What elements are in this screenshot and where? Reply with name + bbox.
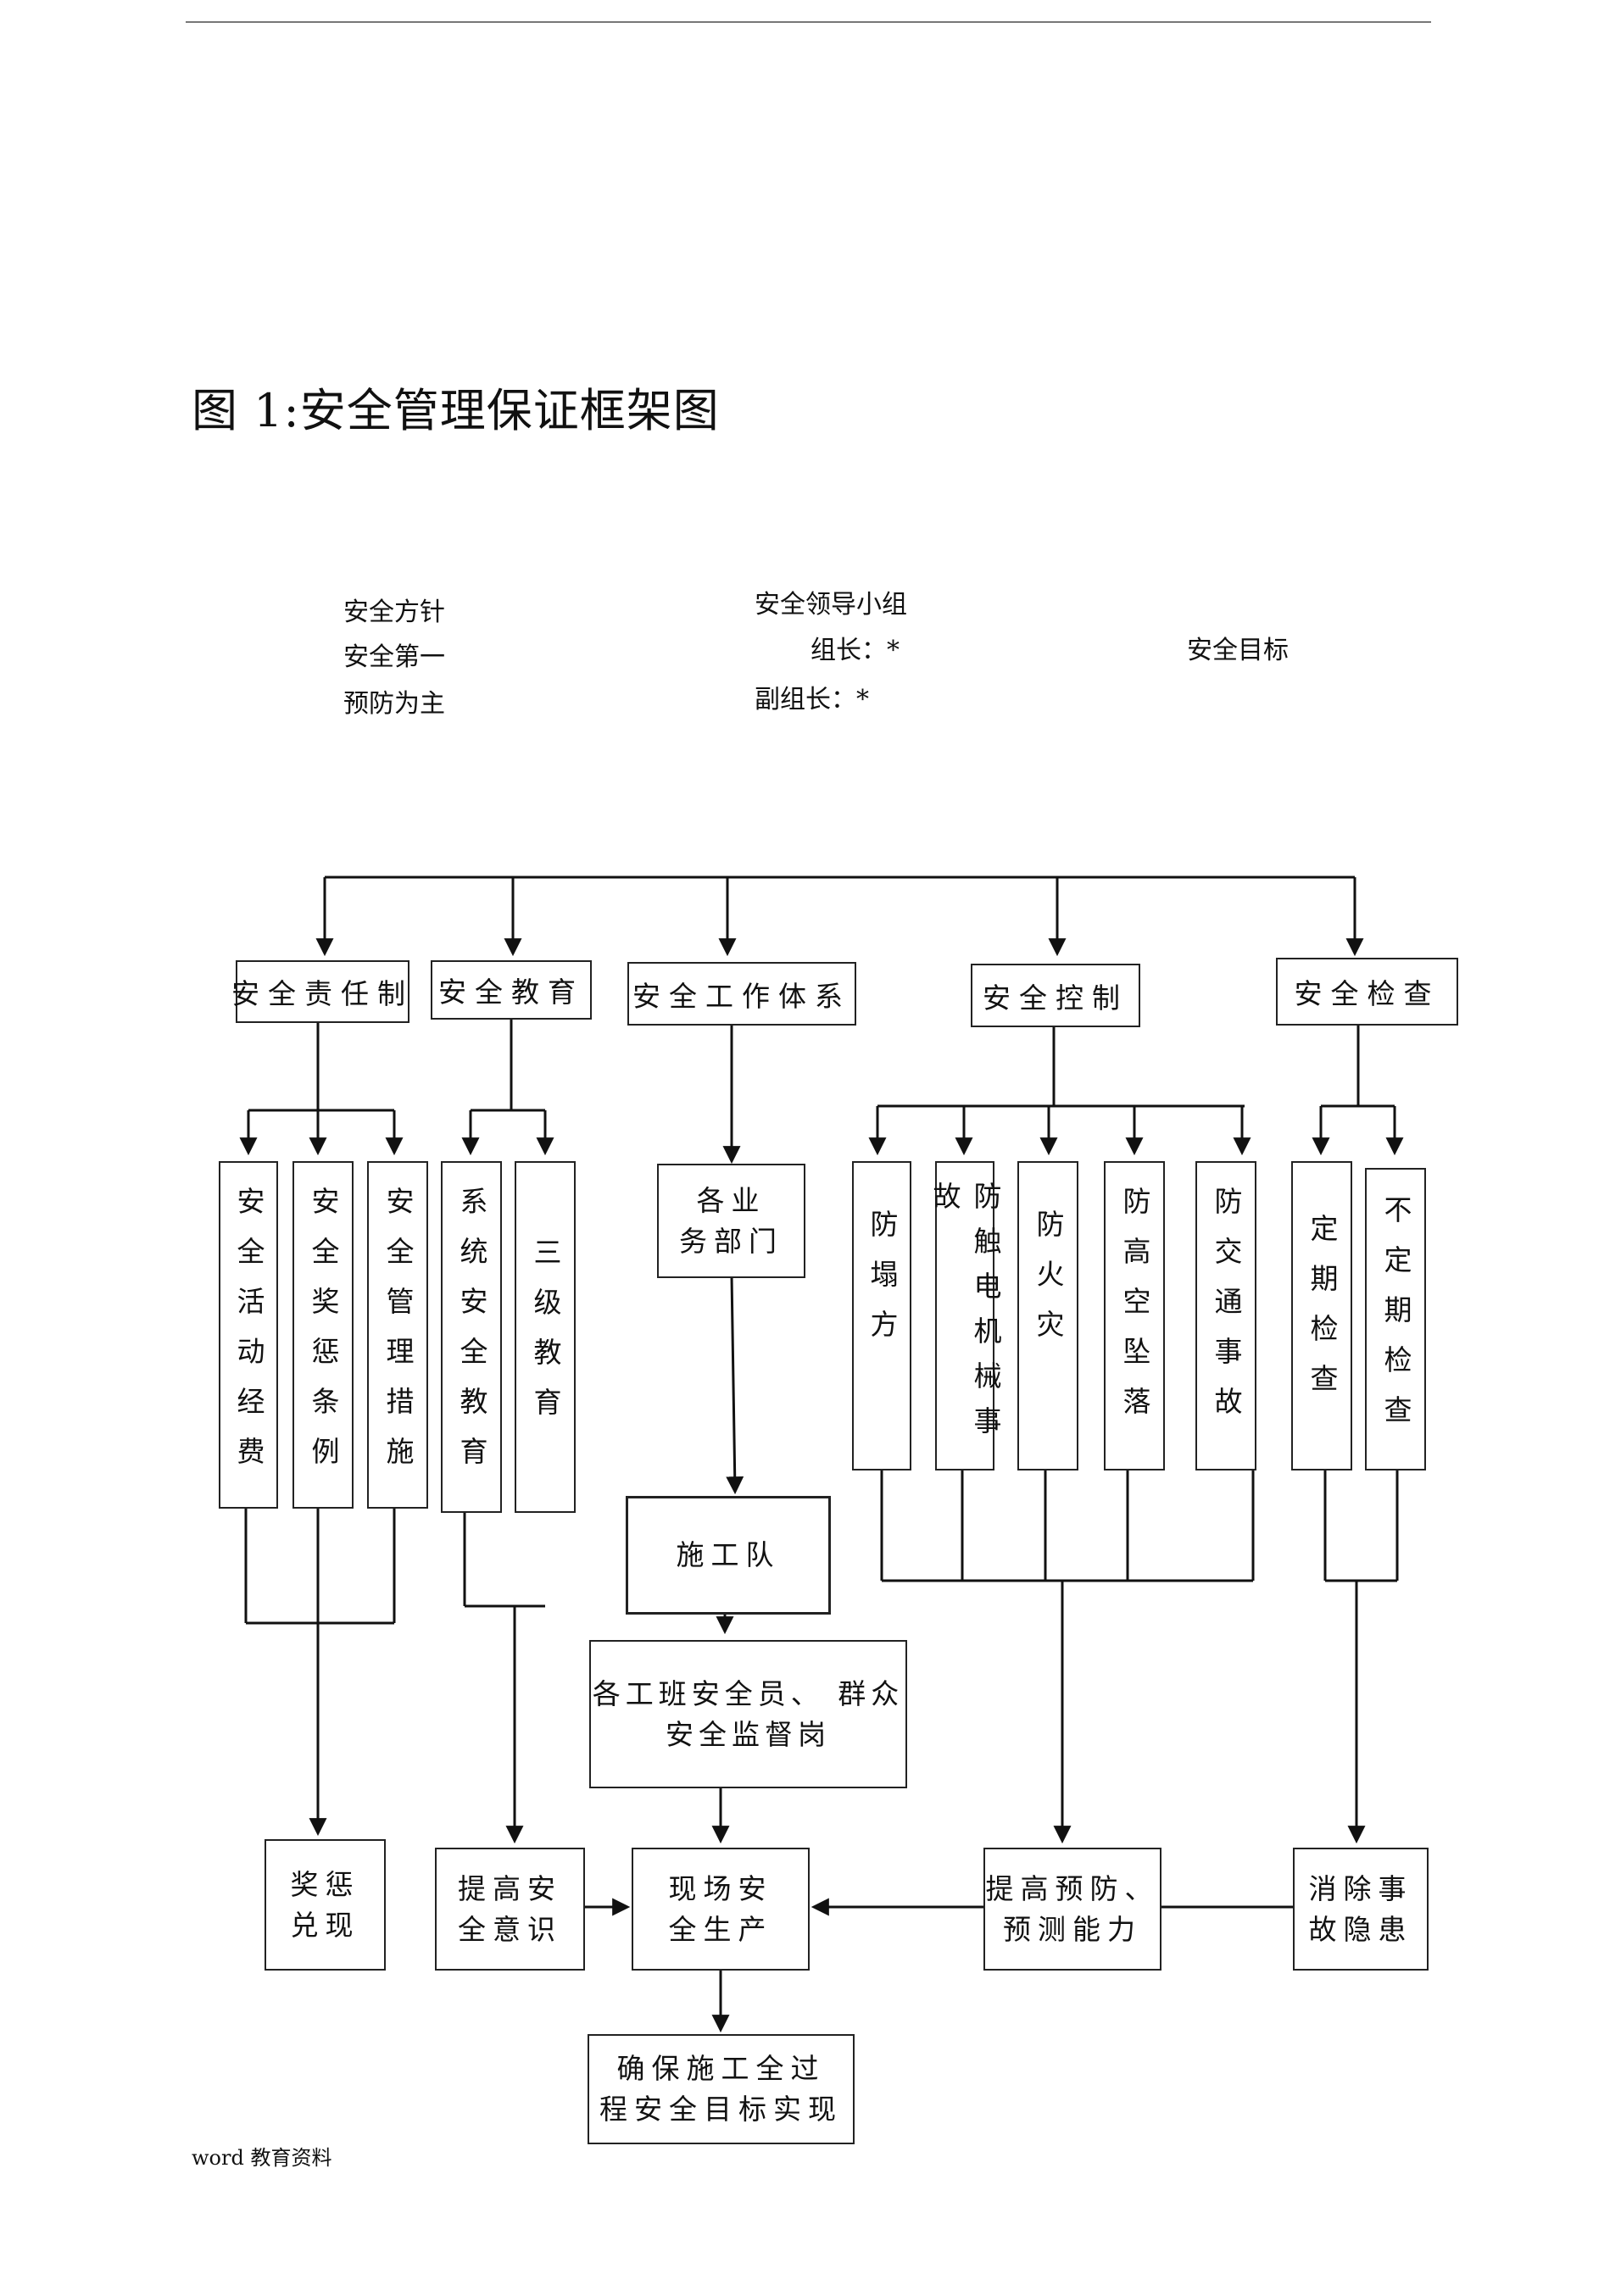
detail-anti-electric-text: 防触电机械事故 [928,1181,1002,1451]
detail-three-level-text: 三级教育 [529,1237,562,1437]
flow-reward-result: 奖惩 兑现 [265,1839,386,1971]
detail-anti-traffic: 防交通事故 [1195,1161,1256,1470]
flow-construction-team: 施工队 [626,1496,831,1615]
leader-title: 安全领导小组 [755,590,907,620]
flow-site-safety: 现场安 全生产 [632,1848,810,1971]
page-title: 图 1:安全管理保证框架图 [192,384,720,437]
detail-reward-rules: 安全奖惩条例 [292,1161,354,1509]
detail-departments: 各业 务部门 [657,1164,805,1278]
detail-periodic-check: 定期检查 [1291,1161,1352,1470]
detail-mgmt-measures: 安全管理措施 [367,1161,428,1509]
category-work-system: 安全工作体系 [627,962,856,1026]
category-education: 安全教育 [431,960,592,1020]
detail-mgmt-measures-text: 安全管理措施 [382,1187,415,1487]
detail-anti-electric: 防触电机械事故 [928,1161,1002,1470]
detail-anti-collapse-text: 防塌方 [866,1209,899,1359]
policy-line1: 安全第一 [343,642,445,672]
detail-random-check: 不定期检查 [1365,1168,1426,1470]
leader-deputy: 副组长：* [755,685,869,714]
detail-reward-rules-text: 安全奖惩条例 [307,1187,340,1487]
page-footer: word 教育资料 [192,2146,332,2170]
category-inspection: 安全检查 [1276,958,1458,1026]
detail-activity-funds: 安全活动经费 [219,1161,278,1509]
policy-line2: 预防为主 [343,689,445,719]
detail-periodic-check-text: 定期检查 [1306,1214,1339,1414]
category-responsibility: 安全责任制 [231,960,409,1023]
category-control: 安全控制 [971,964,1140,1027]
flow-safety-officers: 各工班安全员、 群众 安全监督岗 [589,1640,907,1788]
detail-system-education: 系统安全教育 [441,1161,502,1513]
detail-random-check-text: 不定期检查 [1379,1195,1412,1445]
detail-anti-fall-text: 防高空坠落 [1118,1187,1151,1437]
policy-title: 安全方针 [343,598,445,627]
detail-anti-collapse: 防塌方 [852,1161,911,1470]
flow-goal: 确保施工全过 程安全目标实现 [588,2034,855,2144]
top-rule [186,21,1431,23]
detail-anti-fire-text: 防火灾 [1032,1209,1065,1359]
target-label: 安全目标 [1187,636,1289,665]
detail-activity-funds-text: 安全活动经费 [232,1187,265,1487]
detail-system-education-text: 系统安全教育 [455,1187,488,1487]
flow-hazard-elimination: 消除事 故隐患 [1293,1848,1429,1971]
detail-anti-fall: 防高空坠落 [1104,1161,1165,1470]
flow-awareness: 提高安 全意识 [435,1848,585,1971]
detail-three-level: 三级教育 [515,1161,576,1513]
detail-anti-traffic-text: 防交通事故 [1210,1187,1243,1437]
detail-anti-fire: 防火灾 [1017,1161,1078,1470]
flow-prevention: 提高预防、 预测能力 [983,1848,1161,1971]
leader-head: 组长：* [810,636,900,665]
